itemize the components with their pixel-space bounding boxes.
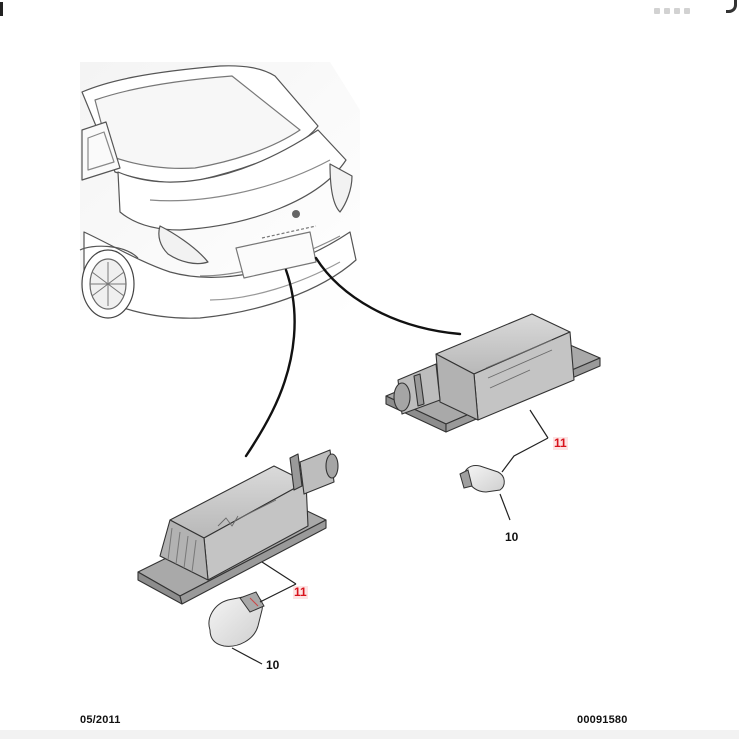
leader-lines (244, 256, 462, 458)
page-dots-icon[interactable] (654, 8, 690, 14)
car-rear-illustration (79, 62, 360, 319)
dot-icon (674, 8, 680, 14)
callout-ref-upper[interactable]: 11 (553, 436, 568, 450)
dot-icon (654, 8, 660, 14)
callout-lines (231, 409, 549, 665)
lamp-housing-upper (385, 313, 601, 433)
bulb-lower (208, 591, 265, 647)
callout-ref-lower[interactable]: 11 (293, 585, 308, 599)
lamp-housing-lower (137, 449, 339, 605)
dot-icon (664, 8, 670, 14)
window-edge-mark (0, 2, 3, 16)
dot-icon (684, 8, 690, 14)
callout-bulb-lower[interactable]: 10 (266, 658, 280, 672)
callout-bulb-upper[interactable]: 10 (505, 530, 519, 544)
window-corner-icon (726, 0, 737, 13)
bottom-scroll-area (0, 730, 739, 739)
diagram-date: 05/2011 (80, 714, 121, 726)
diagram-code: 00091580 (577, 714, 628, 726)
bulb-upper (459, 465, 505, 493)
